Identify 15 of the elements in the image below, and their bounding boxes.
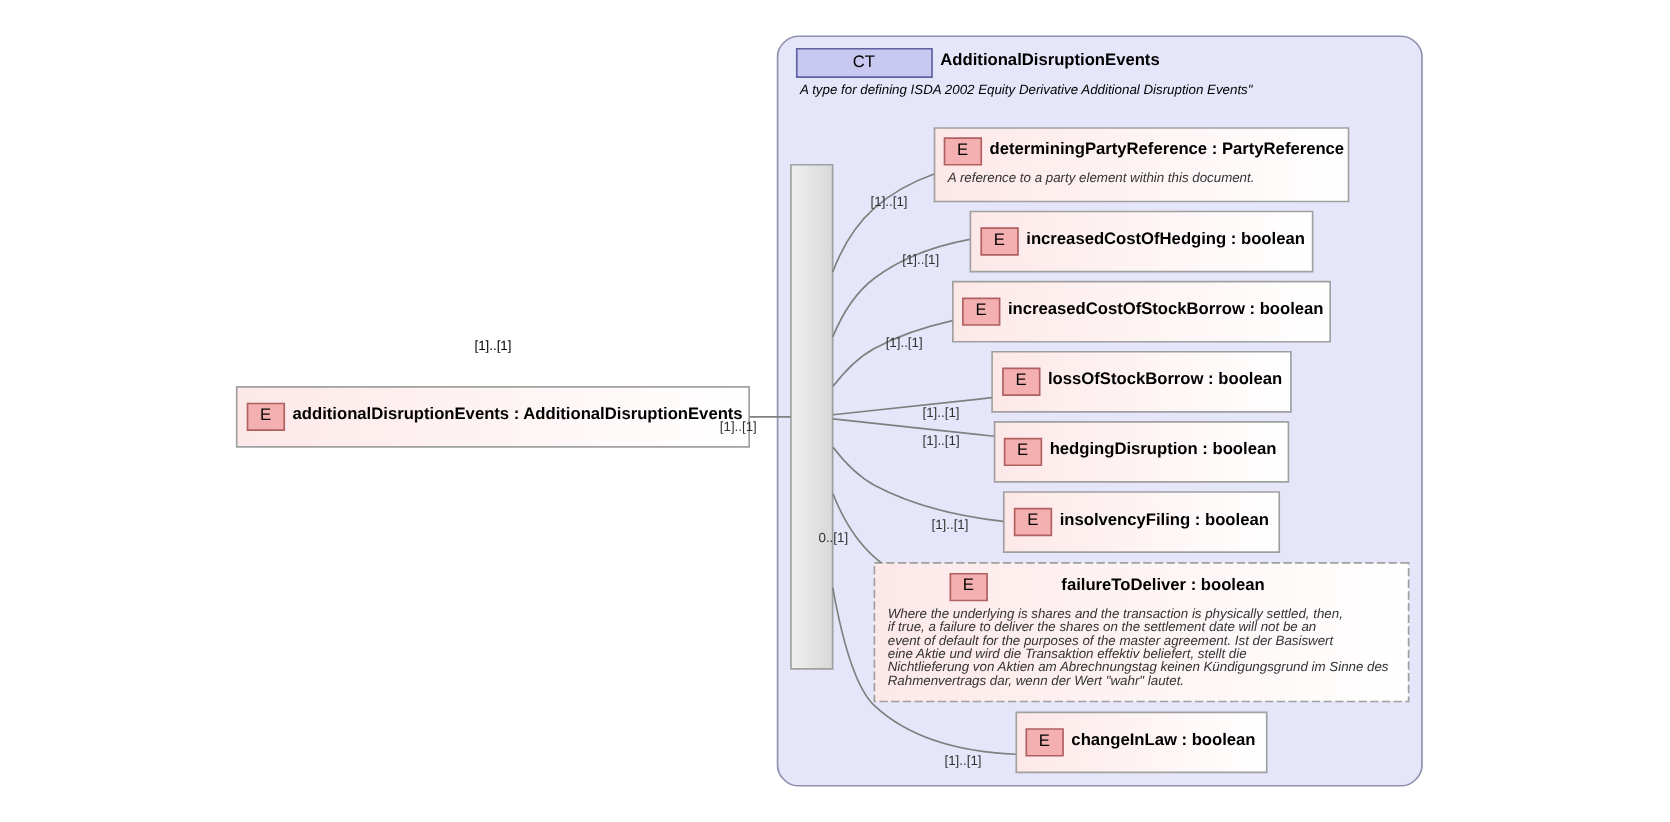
connector — [830, 238, 970, 338]
connector — [830, 586, 1016, 756]
node-box: E changeInLaw : boolean — [1014, 711, 1267, 774]
node-box: E hedgingDisruption : boolean — [992, 421, 1289, 483]
node-box: E increasedCostOfHedging : boolean — [968, 210, 1313, 273]
connector — [831, 418, 995, 438]
node-box: E insolvencyFiling : boolean — [1001, 491, 1280, 553]
connector — [830, 173, 934, 273]
node-box: E increasedCostOfStockBorrow : boolean — [951, 280, 1330, 343]
node-box: E lossOfStockBorrow : boolean — [990, 350, 1291, 413]
connector — [747, 416, 791, 418]
connector — [831, 492, 881, 564]
connector — [831, 446, 1004, 523]
connector — [831, 396, 992, 416]
connector — [831, 319, 953, 388]
